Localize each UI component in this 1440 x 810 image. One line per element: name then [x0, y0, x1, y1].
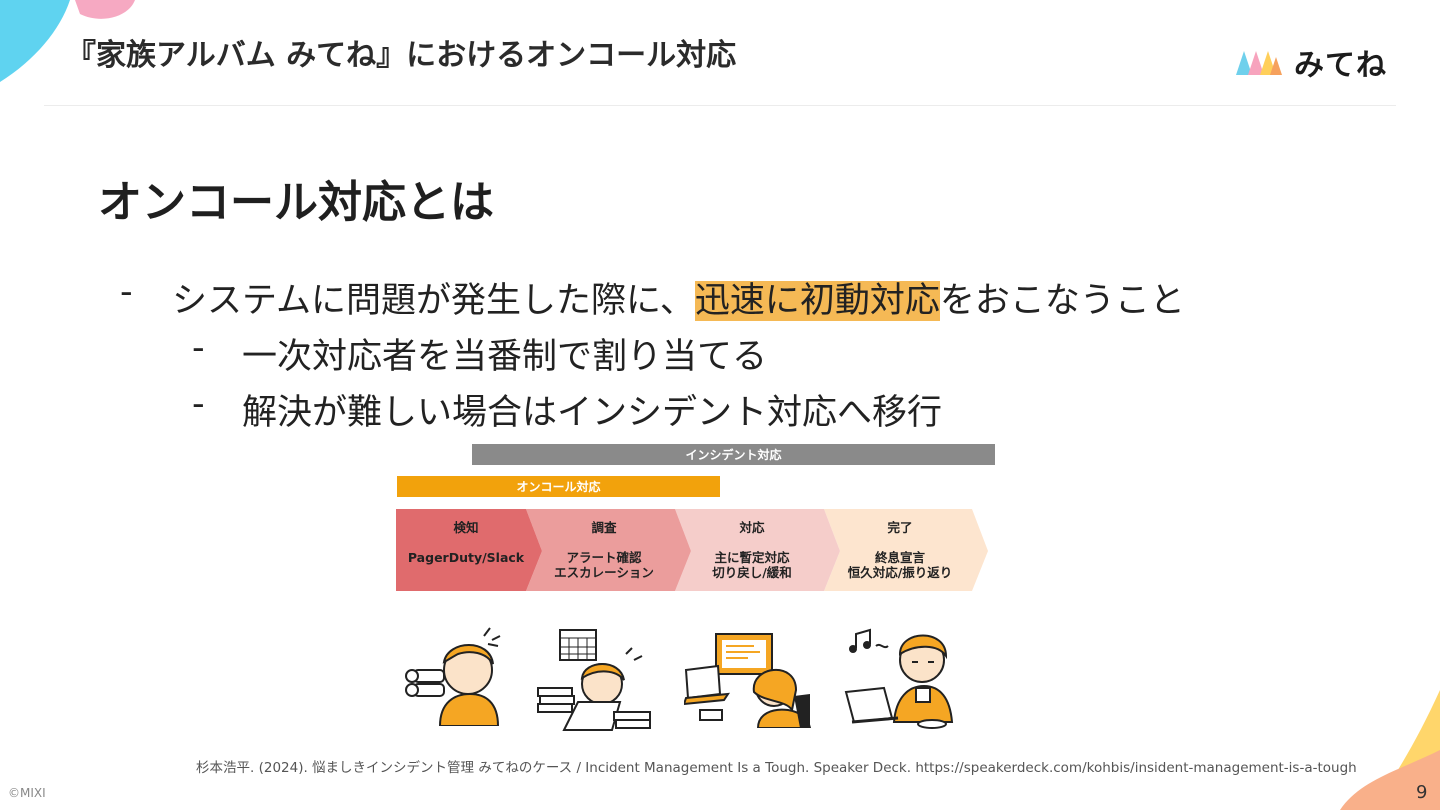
stage-title: 完了 [887, 520, 913, 535]
bottom-right-corner-decoration [1340, 690, 1440, 810]
person-looking-through-binoculars-icon [405, 627, 501, 726]
page-number: 9 [1416, 782, 1428, 803]
sub-bullet-text: 解決が難しい場合はインシデント対応へ移行 [242, 393, 943, 433]
stage-detect: 検知 PagerDuty/Slack [400, 520, 532, 565]
chevron-stage-3 [675, 509, 840, 591]
incident-response-bar: インシデント対応 [472, 444, 995, 465]
bullet-text-before: システムに問題が発生した際に、 [172, 281, 695, 321]
bullet-dash: - [120, 272, 133, 312]
person-stressed-at-desk-icon [537, 629, 651, 731]
process-chevrons [396, 509, 988, 591]
bullet-text-after: をおこなうこと [939, 281, 1185, 321]
chevron-stage-2 [526, 509, 691, 591]
stage-respond: 対応 主に暫定対応 切り戻し/緩和 [686, 520, 818, 580]
stage-line: 終息宣言 [874, 550, 925, 565]
header-divider [44, 105, 1396, 106]
incident-bar-label: インシデント対応 [685, 448, 782, 462]
copyright: ©MIXI [8, 786, 46, 800]
citation: 杉本浩平. (2024). 悩ましきインシデント管理 みてねのケース / Inc… [196, 760, 1357, 776]
stage-line: PagerDuty/Slack [407, 550, 525, 565]
bullet-dash: - [192, 384, 205, 424]
sub-bullet-rotation: - 一次対応者を当番制で割り当てる [192, 328, 892, 377]
person-relaxing-with-coffee-icon [844, 628, 954, 729]
sub-bullet-text: 一次対応者を当番制で割り当てる [242, 337, 768, 377]
sub-bullet-escalation: - 解決が難しい場合はインシデント対応へ移行 [192, 384, 1092, 433]
stage-line: 恒久対応/振り返り [847, 565, 953, 580]
oncall-bar-label: オンコール対応 [516, 480, 601, 494]
stage-investigate: 調査 アラート確認 エスカレーション [538, 520, 670, 580]
stage-title: 検知 [453, 520, 479, 535]
bullet-main: - システムに問題が発生した際に、迅速に初動対応をおこなうこと [120, 272, 1240, 321]
top-left-corner-decoration [0, 0, 135, 82]
stage-title: 調査 [591, 520, 617, 535]
stage-line: エスカレーション [554, 565, 654, 580]
mitene-logo: みてね [1234, 40, 1387, 84]
person-working-at-computer-icon [684, 633, 812, 728]
bullet-dash: - [192, 328, 205, 368]
chevron-stage-1 [396, 509, 542, 591]
stage-title: 対応 [739, 520, 765, 535]
stage-line: 主に暫定対応 [714, 550, 790, 565]
chevron-stage-4 [824, 509, 988, 591]
header-title: 『家族アルバム みてね』におけるオンコール対応 [66, 38, 737, 73]
stage-line: アラート確認 [566, 550, 642, 565]
highlighted-text: 迅速に初動対応 [694, 281, 940, 321]
slide-heading: オンコール対応とは [98, 177, 494, 228]
oncall-response-bar: オンコール対応 [397, 476, 720, 497]
mitene-logo-icon [1236, 51, 1282, 75]
stage-line: 切り戻し/緩和 [712, 565, 792, 580]
stage-complete: 完了 終息宣言 恒久対応/振り返り [834, 520, 966, 580]
logo-text: みてね [1294, 48, 1387, 83]
